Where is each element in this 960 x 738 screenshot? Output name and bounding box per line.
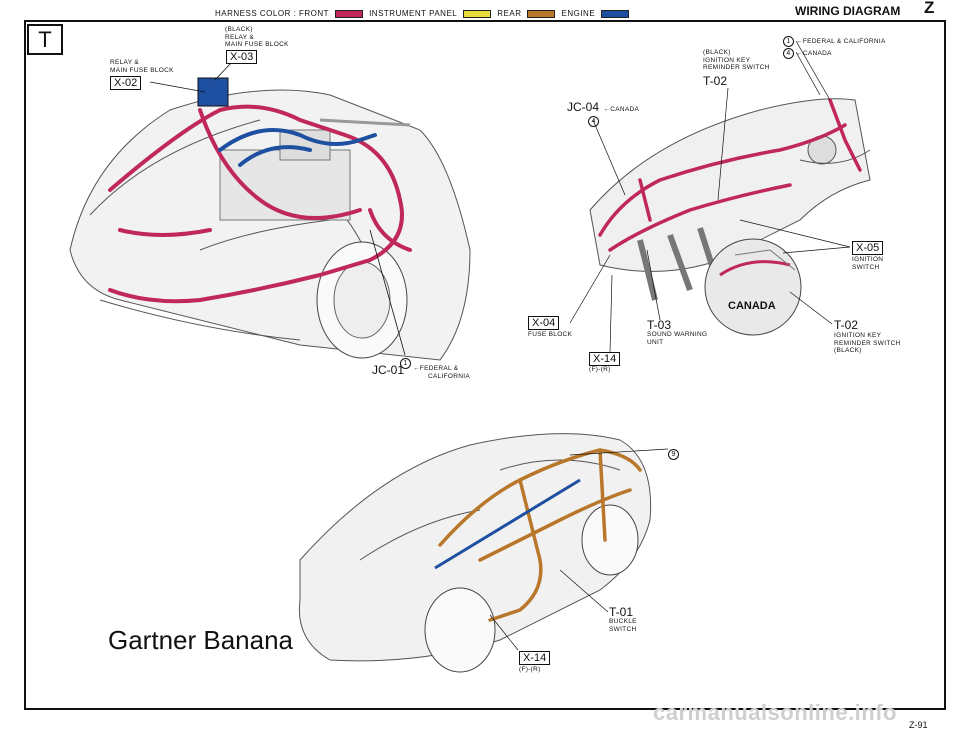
- watermark-text: Gartner Banana: [108, 625, 294, 655]
- legend-instrument: INSTRUMENT PANEL: [369, 9, 458, 18]
- front-swatch: [335, 9, 364, 18]
- instrument-swatch: [463, 9, 492, 18]
- site-footer: carmanualsonline.info: [653, 700, 897, 725]
- rear-x14-connector-label: X-14: [519, 651, 551, 665]
- federal-note: 1 ←FEDERAL & CALIFORNIA: [783, 36, 886, 47]
- instrument-harness: [598, 98, 862, 252]
- section-label: T: [27, 24, 63, 55]
- diagram-frame: [24, 20, 946, 710]
- jc04-marker: 4: [588, 110, 599, 128]
- t02-note: (BLACK) IGNITION KEY REMINDER SWITCH: [703, 49, 770, 71]
- jc04-label: JC-04 ←CANADA: [567, 100, 640, 114]
- rear-harness: [438, 448, 642, 622]
- x03-connector-label: X-03: [226, 50, 258, 64]
- dashboard-drawing: [589, 98, 871, 301]
- page-title: WIRING DIAGRAM: [795, 4, 901, 18]
- x05-note: IGNITION SWITCH: [852, 256, 884, 271]
- jc01-label: JC-01: [372, 363, 405, 377]
- legend-rear: REAR: [497, 9, 522, 18]
- title-letter: Z: [924, 0, 935, 17]
- rear-x14-note: (F)-(R): [519, 666, 541, 673]
- x04-connector-label: X-04: [528, 316, 560, 330]
- t02-label: T-02: [703, 74, 728, 88]
- x14-note: (F)-(R): [589, 366, 611, 373]
- rear-swatch: [527, 9, 556, 18]
- canada-note: 4 ←CANADA: [783, 48, 832, 59]
- t03-note: SOUND WARNING UNIT: [647, 331, 708, 346]
- rear-blue-harness: [434, 478, 581, 570]
- jc01-note: ←FEDERAL & CALIFORNIA: [413, 365, 471, 380]
- rear-marker-9: 9: [668, 443, 679, 461]
- canada-inset-label: CANADA: [728, 300, 776, 312]
- t02b-note: IGNITION KEY REMINDER SWITCH (BLACK): [834, 332, 901, 354]
- legend-prefix: HARNESS COLOR : FRONT: [215, 9, 330, 18]
- x02-note: RELAY & MAIN FUSE BLOCK: [110, 59, 174, 74]
- x14-connector-label: X-14: [589, 352, 621, 366]
- x02-connector-label: X-02: [110, 76, 142, 90]
- t02b-label: T-02: [834, 318, 859, 332]
- x05-connector-label: X-05: [852, 241, 884, 255]
- t01-label: T-01: [609, 605, 634, 619]
- engine-harness: [218, 128, 377, 167]
- legend-engine: ENGINE: [561, 9, 596, 18]
- t03-label: T-03: [647, 318, 672, 332]
- harness-color-legend: HARNESS COLOR : FRONT INSTRUMENT PANEL R…: [215, 9, 630, 18]
- t01-note: BUCKLE SWITCH: [609, 618, 637, 633]
- engine-swatch: [601, 9, 630, 18]
- x03-note: (BLACK) RELAY & MAIN FUSE BLOCK: [225, 26, 289, 48]
- page-number: Z-91: [909, 720, 928, 730]
- x04-note: FUSE BLOCK: [528, 331, 573, 338]
- front-harness: [108, 104, 412, 304]
- jc01-marker: 1: [400, 352, 411, 370]
